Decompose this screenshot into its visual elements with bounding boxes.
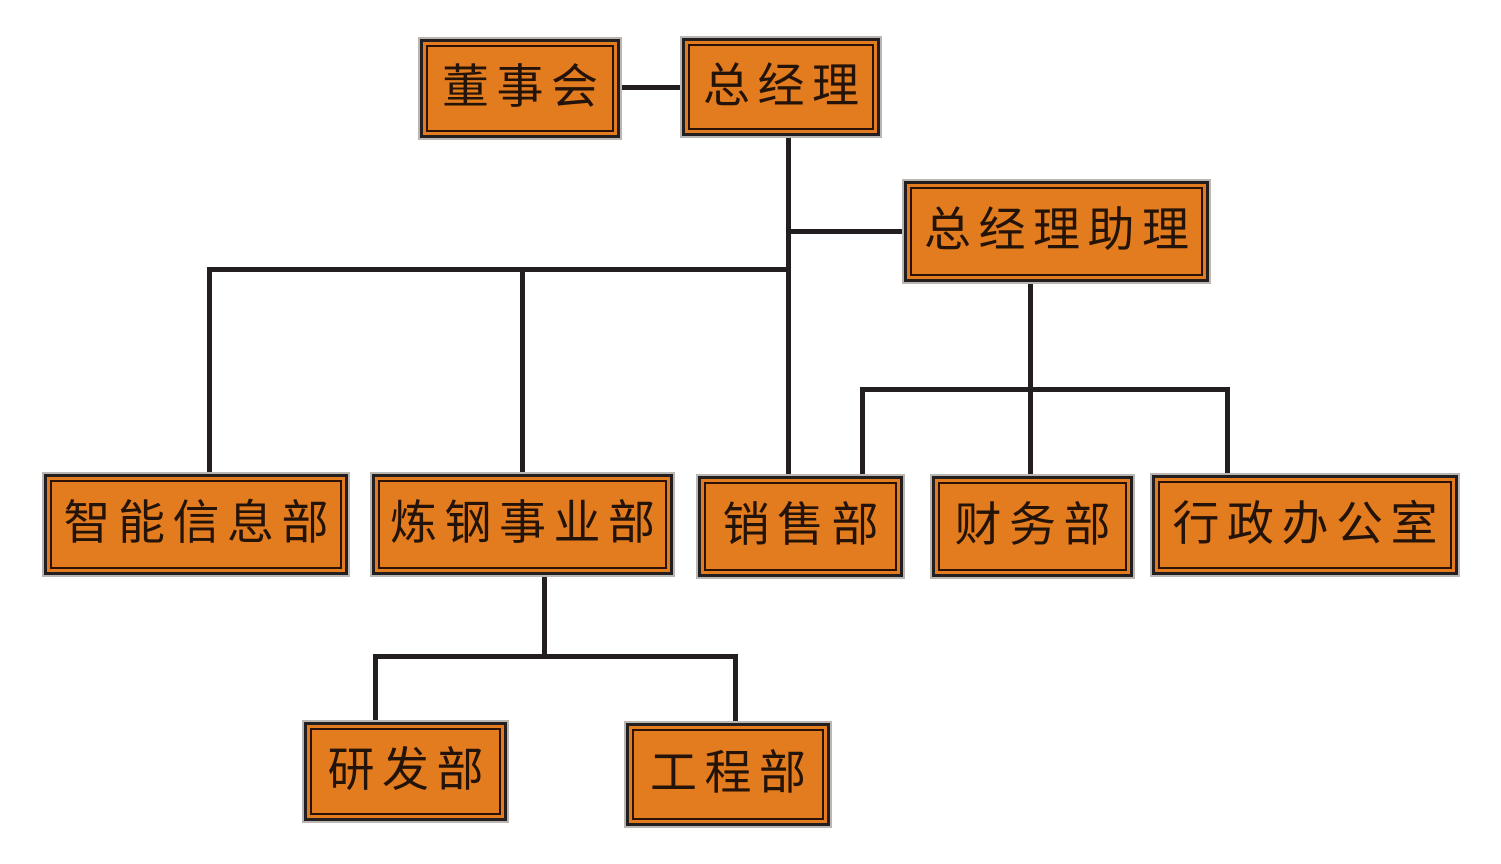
org-node-rnd-dept: 研发部: [304, 722, 507, 821]
connector-assistant-branch: [860, 387, 1230, 392]
connector-assistant-trunk: [1028, 282, 1033, 476]
connector-gm-left-branch: [207, 267, 791, 272]
org-node-engineering-dept: 工程部: [626, 723, 830, 826]
org-node-finance-dept: 财务部: [932, 476, 1133, 577]
org-node-sales-dept: 销售部: [698, 476, 903, 577]
org-node-admin-office: 行政办公室: [1152, 475, 1458, 575]
org-node-label: 智能信息部: [63, 498, 337, 550]
org-node-label: 财务部: [954, 500, 1119, 552]
org-node-board-of-directors: 董事会: [420, 39, 620, 138]
connector-board-gm: [620, 85, 682, 90]
org-node-label: 行政办公室: [1172, 498, 1446, 551]
org-node-label: 销售部: [722, 500, 887, 552]
org-node-steelmaking-division: 炼钢事业部: [372, 474, 673, 575]
org-node-label: 研发部: [327, 745, 492, 797]
connector-gm-trunk: [786, 136, 791, 476]
connector-drop-sales: [860, 387, 865, 476]
org-node-gm-assistant: 总经理助理: [904, 181, 1209, 282]
connector-drop-intelligent-info: [207, 267, 212, 474]
connector-steelmaking-trunk: [542, 575, 547, 655]
connector-drop-engineering: [733, 654, 738, 723]
connector-drop-steelmaking: [520, 267, 525, 474]
connector-drop-admin-office: [1225, 387, 1230, 475]
connector-steelmaking-branch: [373, 654, 738, 659]
org-node-general-manager: 总经理: [682, 38, 880, 136]
org-node-intelligent-information-dept: 智能信息部: [44, 474, 348, 575]
org-node-label: 总经理助理: [923, 205, 1197, 257]
org-node-label: 董事会: [441, 62, 606, 114]
org-node-label: 总经理: [702, 60, 867, 113]
connector-drop-rnd: [373, 654, 378, 722]
org-node-label: 工程部: [649, 748, 814, 800]
connector-gm-to-assistant: [789, 229, 904, 234]
org-node-label: 炼钢事业部: [389, 498, 663, 550]
